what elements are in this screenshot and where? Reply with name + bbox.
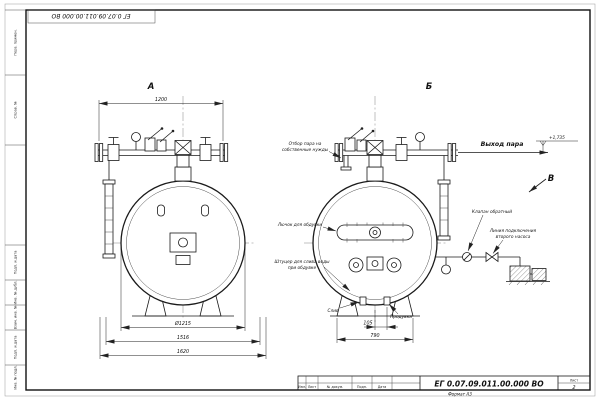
center-fitting — [169, 232, 197, 253]
doc-number: ЕГ 0.07.09.011.00.000 ВО — [434, 380, 544, 389]
dim-diameter: Ø1215 — [120, 246, 246, 331]
svg-text:Штуцер для слива воды: Штуцер для слива воды — [275, 259, 331, 265]
sight-glass-right — [386, 257, 402, 273]
view-v-label: В — [548, 174, 554, 184]
svg-text:Линия подключения: Линия подключения — [489, 228, 537, 234]
annotation-hatch: Лючок для обдувки — [277, 222, 337, 232]
valve-manifold-b — [334, 127, 458, 171]
format-label: Формат А3 — [448, 391, 472, 396]
svg-text:при обдувке: при обдувке — [288, 265, 317, 271]
dim-top-width-text: 1200 — [155, 97, 167, 103]
svg-text:Слив: Слив — [327, 308, 339, 314]
sheet-value: 2 — [572, 385, 575, 391]
lifting-lug-right — [201, 204, 209, 217]
dim-offset-text: 105 — [363, 321, 372, 327]
top-nozzle-a — [174, 166, 192, 182]
water-gauge-column-a — [102, 155, 116, 259]
dim-105: 105 — [363, 307, 398, 330]
dim-790: 790 — [336, 318, 414, 343]
svg-text:Клапан обратный: Клапан обратный — [472, 209, 512, 215]
annotation-pump-line: Линия подключения второго насоса — [489, 228, 537, 254]
svg-text:Продувка: Продувка — [390, 314, 412, 320]
annotation-check-valve: Клапан обратный — [467, 209, 512, 252]
valve-manifold-a — [94, 127, 229, 162]
pressure-gauge-b — [415, 132, 425, 142]
safety-valve-1 — [344, 137, 356, 152]
gauge — [441, 264, 451, 275]
safety-valve-1 — [144, 137, 156, 152]
pressure-gauge-a — [131, 132, 141, 142]
handwheel-valve — [395, 144, 408, 161]
manhole-hub — [369, 226, 381, 239]
extraction-branch — [340, 166, 352, 171]
margin-label-inv-dubl: Инв. № дубл. — [14, 281, 18, 305]
svg-text:второго насоса: второго насоса — [496, 235, 531, 240]
titleblock-col-list: Лист — [308, 385, 316, 389]
pump-body — [509, 265, 531, 282]
margin-label-sprav: Справ. № — [14, 101, 18, 118]
margin-label-vzam-inv: Взам. инв. № — [14, 305, 18, 329]
annotation-steam-extraction: Отбор пара на собственные нужды — [282, 141, 342, 159]
titleblock-col-docnum: № докум. — [327, 385, 343, 389]
lifting-lug-left — [157, 204, 165, 217]
view-b-label: Б — [426, 82, 433, 92]
level-indicator — [366, 256, 384, 271]
water-gauge-column-b — [437, 155, 451, 241]
svg-text:Лючок для обдувки: Лючок для обдувки — [277, 222, 323, 228]
handwheel-valve — [107, 144, 120, 161]
sheet-frame — [4, 3, 596, 397]
steam-outlet: +1,735 Выход пара — [458, 135, 578, 155]
annotations: Отбор пара на собственные нужды Лючок дл… — [275, 141, 537, 320]
top-nozzle-b — [366, 166, 384, 182]
dim-width-total-text: 1620 — [177, 349, 189, 355]
view-direction-v: В — [528, 174, 554, 193]
titleblock-col-izm: Изм. — [298, 385, 306, 389]
title-block: Изм. Лист № докум. Подп. Дата ЕГ 0.07.09… — [297, 375, 591, 396]
titleblock-col-data: Дата — [378, 385, 387, 389]
view-a: А — [94, 82, 254, 320]
margin-label-inv-podl: Инв. № подл. — [14, 365, 18, 389]
view-b: Б — [304, 82, 458, 322]
annotation-drain: Слив — [327, 301, 360, 314]
steam-out-label: Выход пара — [481, 141, 524, 148]
margin-label-podp-data-2: Подп. и дата — [14, 336, 18, 360]
shutoff-valve — [485, 251, 493, 263]
doc-number-top: ЕГ 0.07.09.011.00.000 ВО — [51, 12, 130, 19]
blowdown-stub — [383, 296, 391, 306]
vessel-front-b — [312, 180, 438, 306]
annotation-drain-fitting: Штуцер для слива воды при обдувке — [275, 259, 351, 292]
view-a-label: А — [147, 82, 155, 92]
svg-text:собственные нужды: собственные нужды — [282, 147, 329, 153]
dim-1516: 1516 — [105, 317, 261, 345]
dim-width-outer-text: 1516 — [177, 335, 189, 341]
dim-1620: 1620 — [99, 317, 267, 359]
drain-stub — [359, 296, 367, 306]
dim-base-width-text: 790 — [370, 333, 379, 339]
margin-label-podp-data-1: Подп. и дата — [14, 251, 18, 275]
top-doc-stamp: ЕГ 0.07.09.011.00.000 ВО — [27, 9, 156, 24]
svg-text:Отбор пара на: Отбор пара на — [289, 141, 322, 147]
sheet-label: Лист — [570, 379, 578, 383]
handwheel-valve-2 — [199, 144, 212, 161]
safety-valve-2 — [156, 139, 167, 152]
feedwater-piping — [436, 251, 550, 286]
sight-glass-left — [348, 257, 364, 273]
margin-stamp-column: Перв. примен. Справ. № Подп. и дата Инв.… — [5, 9, 26, 390]
elevation-value: +1,735 — [549, 135, 565, 141]
safety-valve-2 — [356, 139, 367, 152]
annotation-blowdown: Продувка — [388, 303, 412, 320]
pump-motor — [531, 268, 547, 281]
dim-diameter-text: Ø1215 — [174, 320, 191, 327]
titleblock-col-podp: Подп. — [357, 385, 367, 389]
dim-1200: 1200 — [98, 97, 224, 141]
margin-label-perv-primen: Перв. примен. — [14, 29, 18, 55]
